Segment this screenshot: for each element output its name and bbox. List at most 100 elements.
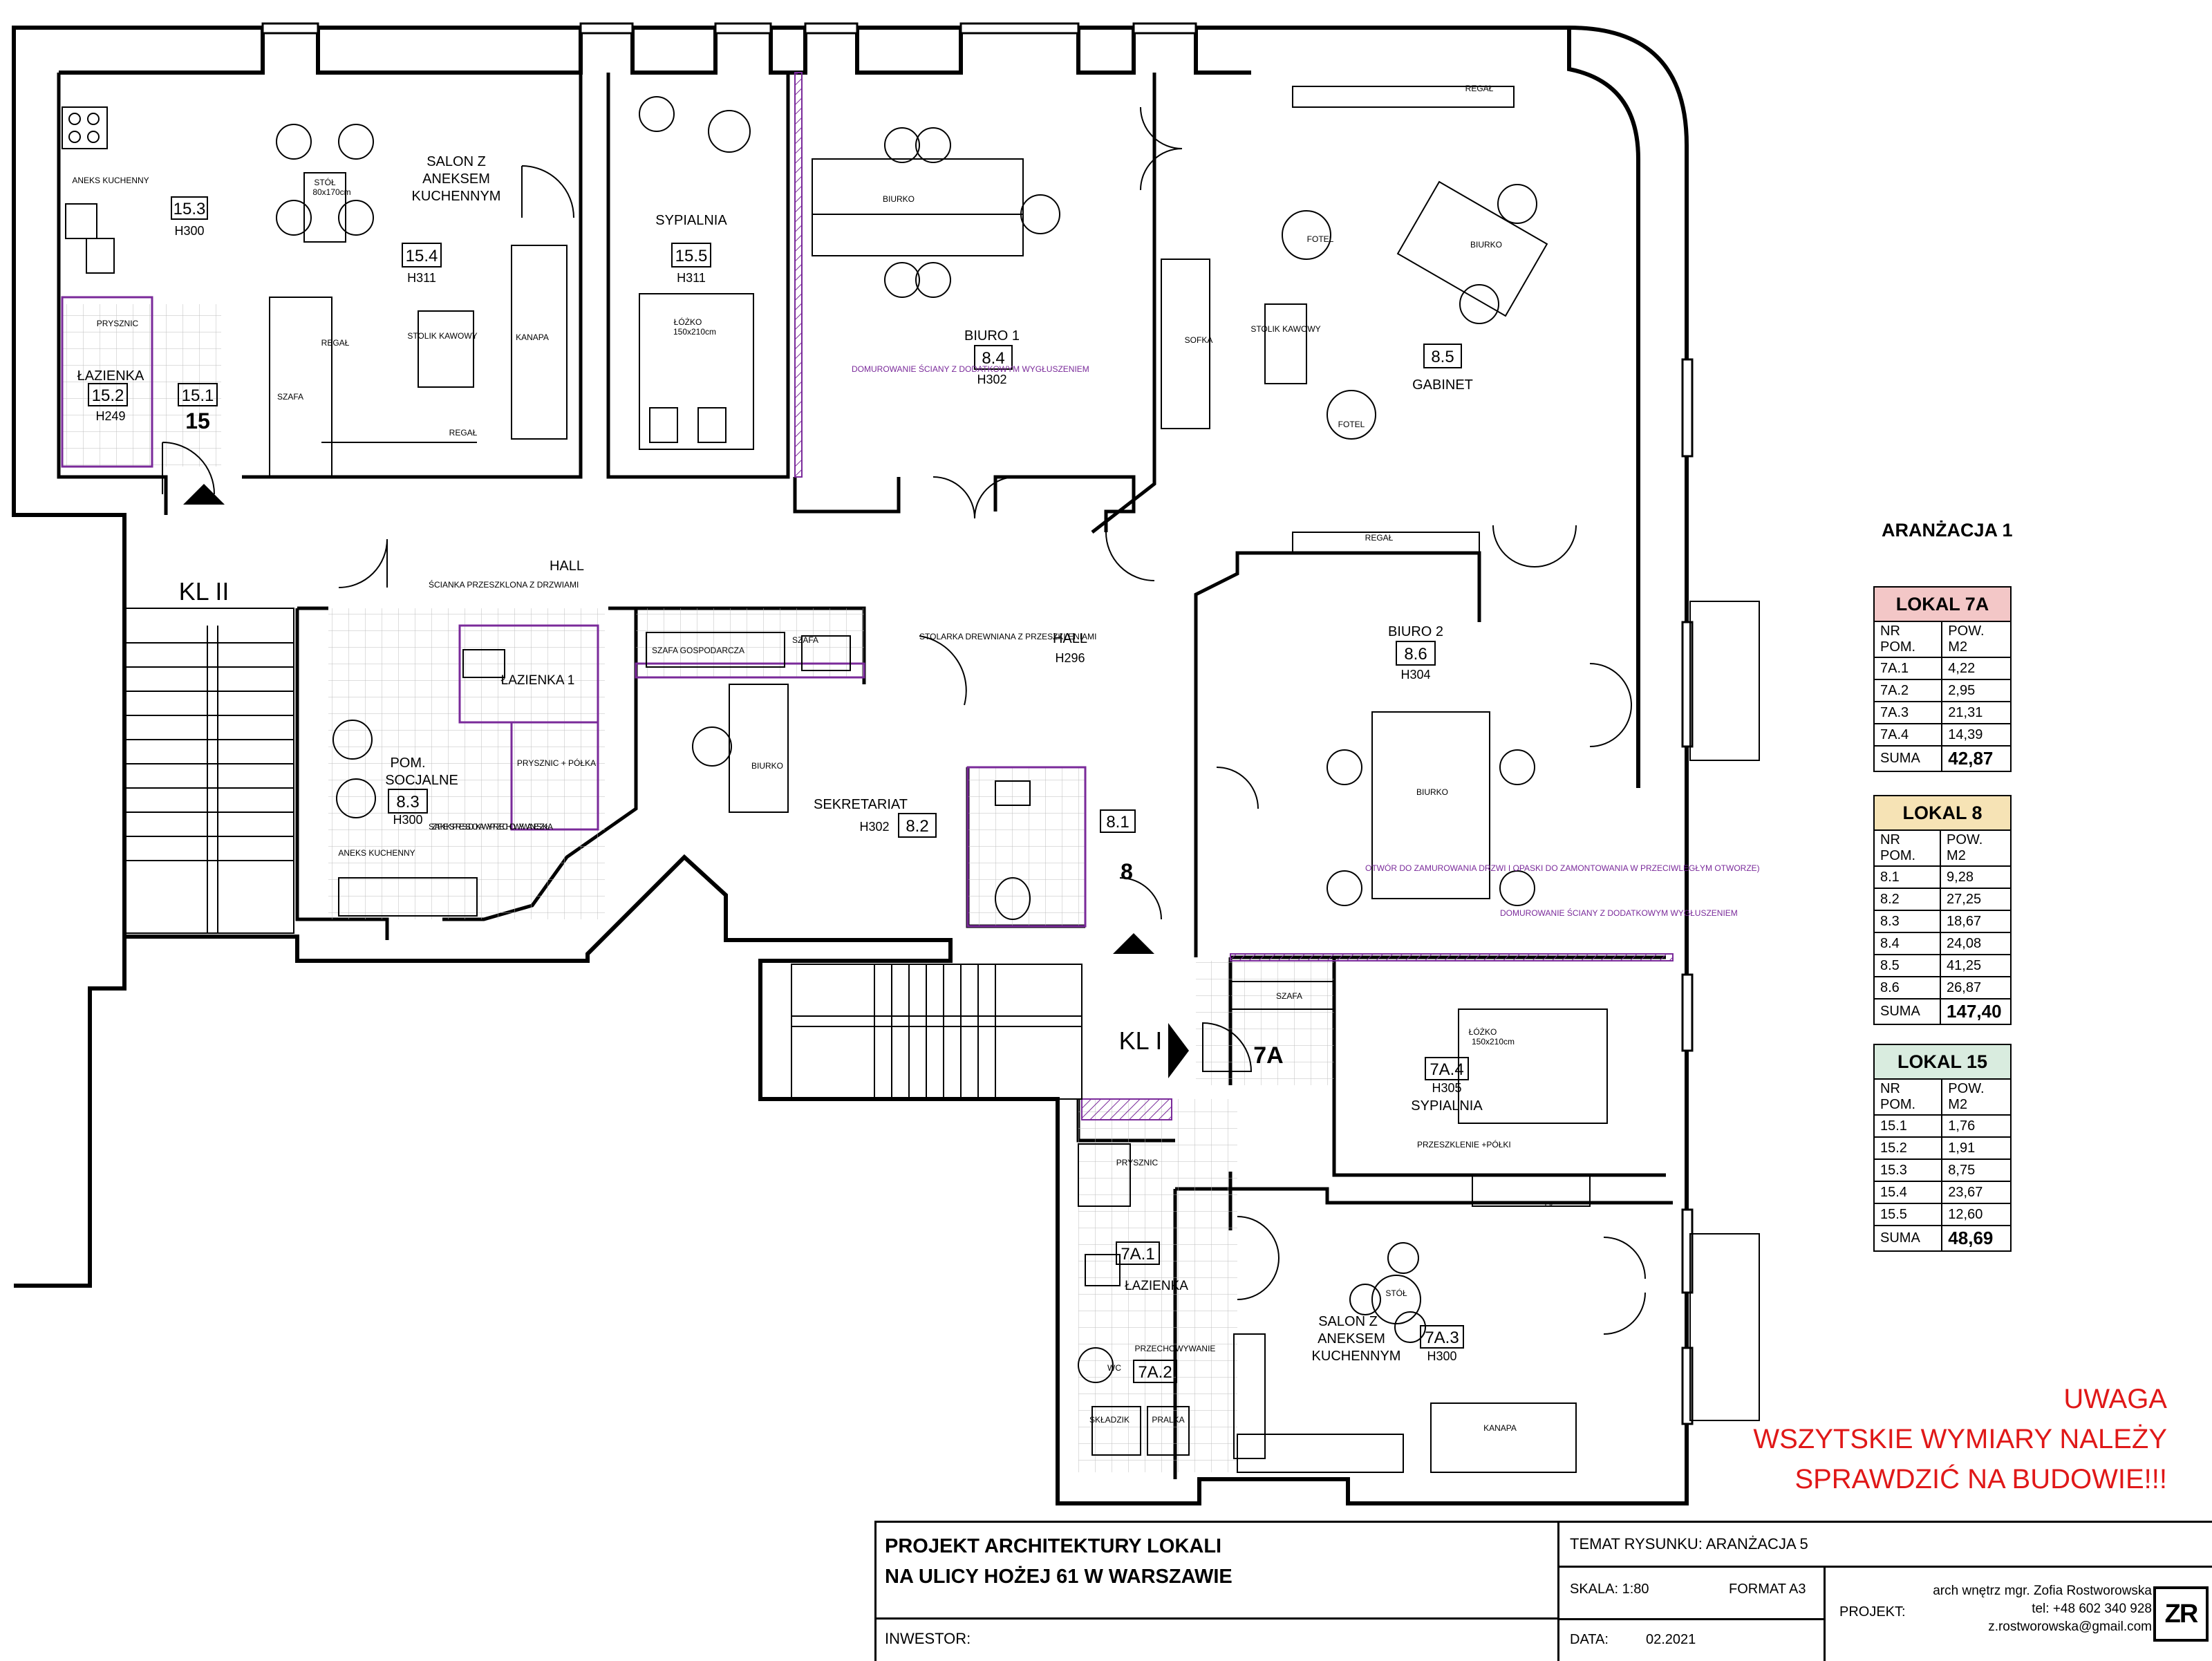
col-pow-m2: POW. M2 — [1940, 829, 2012, 867]
unit-7a-number: 7A — [1253, 1042, 1283, 1069]
stairs-kl2 — [124, 608, 294, 934]
kanapa-label-2: KANAPA — [1483, 1423, 1517, 1433]
przechowywanie-label: PRZECHOWYWANIE — [1135, 1344, 1216, 1353]
room-8-5-name: GABINET — [1412, 377, 1473, 393]
entry-arrows — [183, 484, 1189, 1078]
room-7a-1-name: ŁAZIENKA — [1125, 1279, 1188, 1293]
room-8-5-id: 8.5 — [1431, 348, 1454, 366]
date-label: DATA: — [1570, 1632, 1609, 1647]
zr-logo-text: ZR — [2164, 1599, 2199, 1629]
stair-kl2-label: KL II — [179, 577, 229, 606]
stolik-kawowy-label-2: STOLIK KAWOWY — [1250, 324, 1320, 334]
lazienka-1-label: ŁAZIENKA 1 — [501, 673, 575, 688]
room-8-4-height: H302 — [977, 373, 1006, 386]
przeszklenie-label: PRZESZKLENIE +PÓŁKI — [1417, 1139, 1511, 1149]
lozko-label-1: ŁÓŻKO — [674, 317, 702, 327]
furniture-lokal-15 — [62, 96, 754, 478]
project-title-line-2: NA ULICY HOŻEJ 61 W WARSZAWIE — [885, 1566, 1232, 1588]
biurko-label-4: BIURKO — [751, 761, 783, 771]
stol-size-label: 80x170cm — [312, 187, 350, 197]
furniture-lokal-7a — [1078, 981, 1608, 1473]
stair-kl1-label: KL I — [1119, 1026, 1163, 1055]
room-15-4-name1: SALON Z — [427, 154, 486, 169]
room-7a-2-id: 7A.2 — [1138, 1363, 1172, 1382]
room-15-1-id: 15.1 — [182, 386, 214, 405]
biurko-label-2: BIURKO — [1470, 240, 1502, 250]
warning-note: UWAGA WSZYTSKIE WYMIARY NALEŻY SPRAWDZIĆ… — [1683, 1379, 2167, 1499]
fotel-label-2: FOTEL — [1338, 420, 1365, 429]
col-nr-pom: NR POM. — [1873, 621, 1943, 658]
room-15-3-height: H300 — [174, 224, 204, 238]
tiled-areas — [62, 304, 1334, 1472]
zr-logo: ZR — [2153, 1586, 2209, 1642]
room-8-3-name1: POM. — [390, 756, 425, 771]
room-15-2-id: 15.2 — [92, 386, 124, 405]
room-8-3-name2: SOCJALNE — [385, 773, 458, 788]
hall-main-height: H296 — [1055, 651, 1085, 665]
col-pow-m2: POW. M2 — [1941, 621, 2012, 658]
room-8-4-id: 8.4 — [982, 349, 1004, 368]
project-title-line-1: PROJEKT ARCHITEKTURY LOKALI — [885, 1535, 1222, 1557]
warning-line-3: SPRAWDZIĆ NA BUDOWIE!!! — [1794, 1464, 2167, 1494]
col-pow-m2: POW. M2 — [1941, 1078, 2012, 1116]
lozko-label-2: ŁÓŻKO — [1469, 1026, 1497, 1037]
room-15-4-name2: ANEKSEM — [422, 171, 490, 187]
pralka-label: PRALKA — [1152, 1415, 1184, 1425]
room-7a-3-name3: KUCHENNYM — [1312, 1349, 1401, 1364]
sofka-label: SOFKA — [1185, 335, 1213, 345]
investor-label: INWESTOR: — [885, 1630, 971, 1647]
room-8-2-height: H302 — [859, 820, 889, 834]
room-15-4-height: H311 — [407, 271, 436, 285]
wc-label: WC — [1107, 1363, 1121, 1373]
room-7a-3-height: H300 — [1427, 1349, 1456, 1363]
warning-line-1: UWAGA — [2063, 1384, 2167, 1414]
szafa-label-3: SZAFA — [1276, 991, 1302, 1001]
aranzacja-title: ARANŻACJA 1 — [1882, 520, 2013, 541]
note-scianka: ŚCIANKA PRZESZKLONA Z DRZWIAMI — [429, 579, 579, 590]
prysznic-label-2: PRYSZNIC — [1116, 1158, 1159, 1167]
room-15-2-name: ŁAZIENKA — [77, 368, 144, 384]
notes: ŚCIANKA PRZESZKLONA Z DRZWIAMI STOLARKA … — [429, 364, 1760, 918]
warning-line-2: WSZYTSKIE WYMIARY NALEŻY — [1753, 1424, 2167, 1454]
prysznic-polka-label: PRYSZNIC + PÓŁKA — [517, 758, 596, 768]
room-15-5-name: SYPIALNIA — [655, 213, 727, 228]
room-8-6-id: 8.6 — [1404, 645, 1427, 664]
architect-phone: tel: +48 602 340 928 — [2032, 1602, 2152, 1616]
regal-label-2: REGAŁ — [449, 428, 478, 438]
room-8-6-height: H304 — [1400, 668, 1430, 682]
area-table-title: LOKAL 7A — [1873, 586, 2012, 622]
room-7a-3-name2: ANEKSEM — [1318, 1331, 1385, 1346]
room-labels: 15.3 H300 SALON Z ANEKSEM KUCHENNYM 15.4… — [77, 154, 1483, 1383]
room-15-5-id: 15.5 — [675, 247, 708, 265]
szafki-label: SZAFKI EKSPRESS DO KAWY PRZECHOWYWANIE S… — [429, 822, 553, 832]
note-otwor: OTWÓR DO ZAMUROWANIA DRZWI I OPASKI DO Z… — [1365, 863, 1760, 873]
regal-label-3: REGAŁ — [1465, 84, 1494, 93]
outer-walls — [12, 26, 1689, 1505]
unit-15-number: 15 — [185, 409, 210, 433]
projekt-label: PROJEKT: — [1839, 1604, 1906, 1620]
interior-walls — [57, 73, 1673, 1479]
room-8-1-id: 8.1 — [1106, 813, 1129, 832]
area-table-title: LOKAL 15 — [1873, 1044, 2012, 1080]
room-8-3-id: 8.3 — [396, 793, 419, 811]
room-15-4-name3: KUCHENNYM — [412, 189, 501, 204]
balconies — [1689, 601, 1760, 1421]
windows — [261, 22, 1694, 1425]
room-7a-4-id: 7A.4 — [1430, 1060, 1463, 1079]
skladzik-label: SKŁADZIK — [1089, 1415, 1130, 1425]
hall-main-label: HALL — [1053, 631, 1087, 646]
room-8-2-id: 8.2 — [906, 817, 928, 836]
tv-label: TV — [1543, 1199, 1553, 1209]
scale-label: SKALA: 1:80 — [1570, 1582, 1649, 1597]
purple-outlines — [61, 296, 1087, 928]
room-7a-4-height: H305 — [1432, 1081, 1461, 1095]
